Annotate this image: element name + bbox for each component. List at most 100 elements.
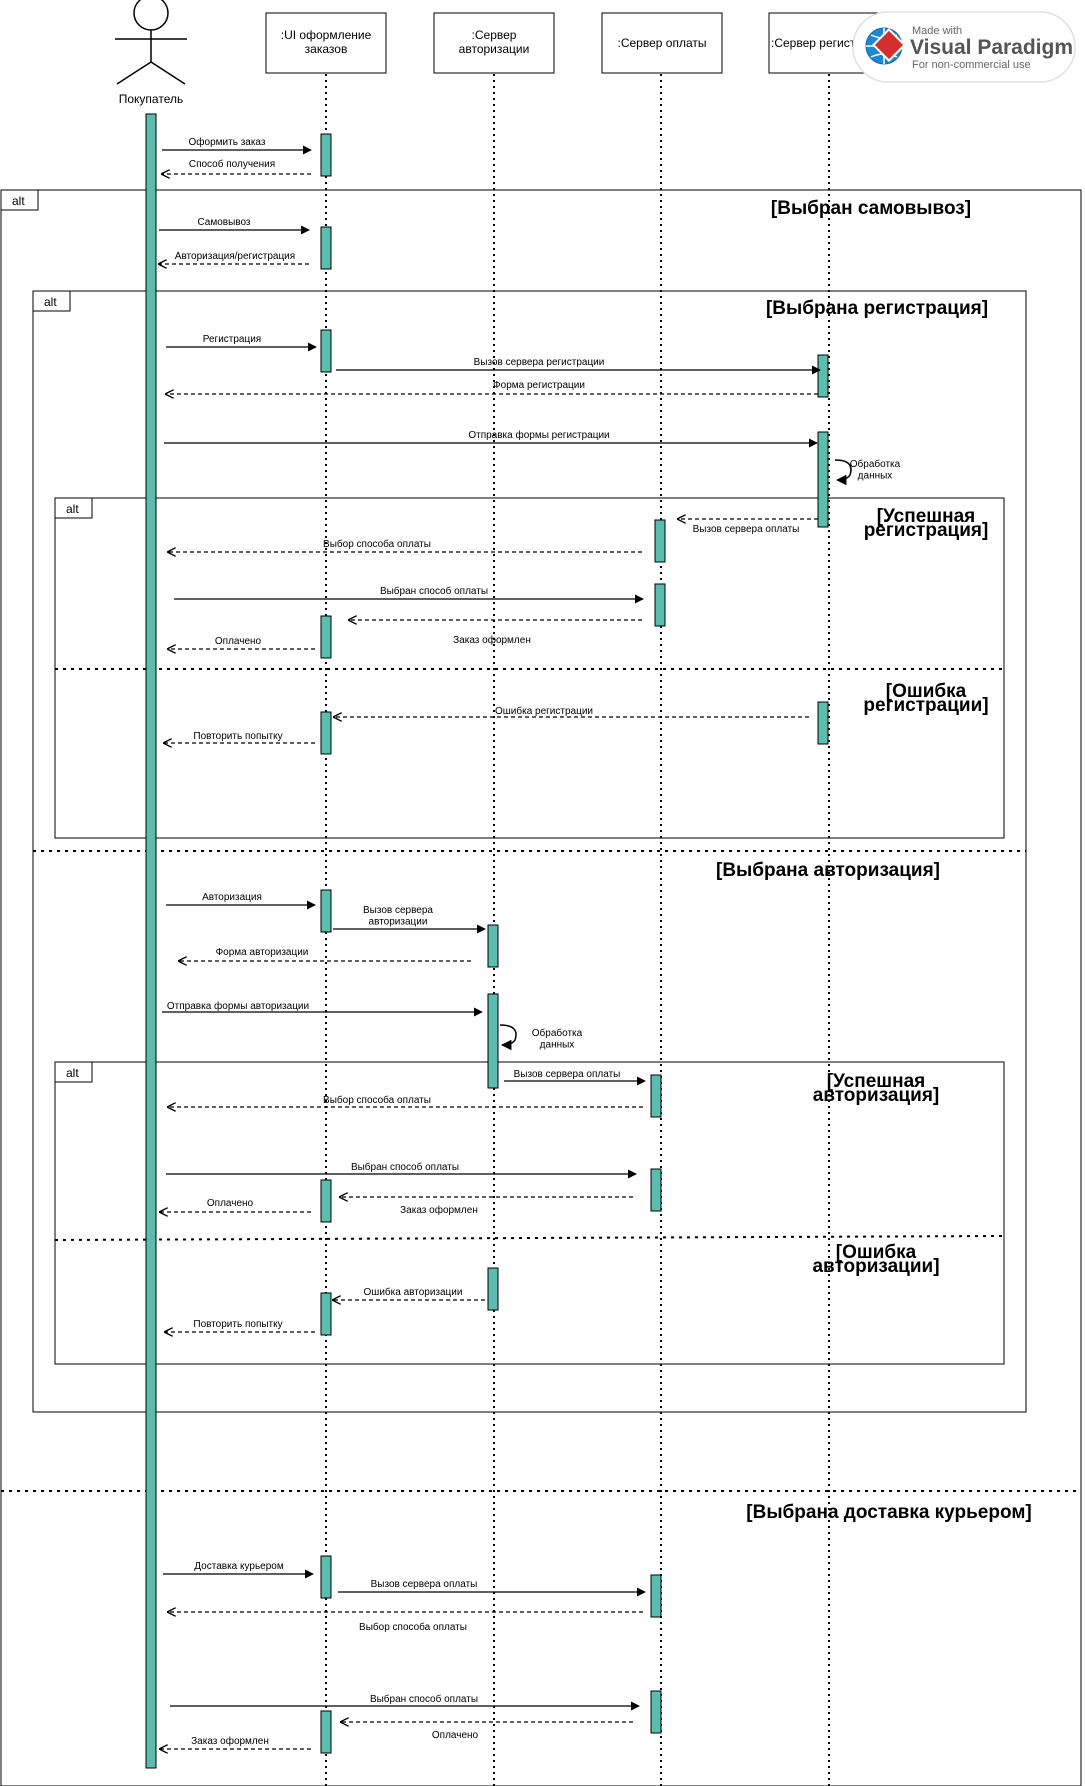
activation-bar xyxy=(487,993,499,1089)
activation-bar xyxy=(487,1267,499,1311)
message-label: Оплачено xyxy=(207,1198,254,1209)
message-label: Выбор способа оплаты xyxy=(323,1094,431,1106)
activation-bar xyxy=(817,431,829,528)
message-label: Выбор способа оплаты xyxy=(359,1621,467,1633)
activation-bar xyxy=(320,711,332,755)
message-label: Выбран способ оплаты xyxy=(351,1161,459,1173)
message-label: Форма авторизации xyxy=(216,947,309,958)
message-label: Ошибка регистрации xyxy=(495,705,593,717)
operand-separators xyxy=(1,668,1081,1492)
self-message-arrow xyxy=(499,1024,517,1051)
activation-bar xyxy=(320,1555,332,1599)
fragment-tag-4: alt xyxy=(66,1066,79,1080)
watermark-line1: Made with xyxy=(912,25,962,37)
lifeline-box-pay[interactable] xyxy=(601,12,723,74)
message-label: Регистрация xyxy=(203,334,261,345)
watermark-line2: Visual Paradigm xyxy=(910,36,1073,59)
guard-f1-a: [Выбран самовывоз] xyxy=(771,198,971,219)
activation-bar xyxy=(320,1710,332,1754)
message-label: Ошибка авторизации xyxy=(364,1286,463,1298)
activation-bar xyxy=(320,1292,332,1336)
activations xyxy=(320,133,829,1754)
fragment-tag-box-3 xyxy=(54,497,93,519)
lifeline-label-reg: :Сервер регист xyxy=(771,36,856,50)
message-label: Заказ оформлен xyxy=(191,1735,269,1747)
message-label: Самовывоз xyxy=(197,217,250,228)
message-label: Повторить попытку xyxy=(193,1319,282,1330)
activation-bar xyxy=(320,329,332,373)
fragment-tag-box-4 xyxy=(54,1061,93,1083)
watermark-background xyxy=(852,11,1076,83)
watermark-badge: Made with Visual Paradigm For non-commer… xyxy=(852,11,1076,83)
actor-leg-right-icon xyxy=(150,61,186,85)
message-label: Заказ оформлен xyxy=(453,634,531,646)
fragment-tags xyxy=(0,189,93,1083)
message-label: Способ получения xyxy=(189,158,275,170)
message-label: Форма регистрации xyxy=(493,380,585,391)
lifeline-box-ui[interactable] xyxy=(265,12,387,74)
message-label: Оплачено xyxy=(432,1730,479,1741)
activation-bar xyxy=(320,889,332,933)
activation-actor xyxy=(145,113,157,1769)
message-label: Оформить заказ xyxy=(189,136,266,148)
fragment-tag-box-2 xyxy=(32,290,71,312)
actor-label: Покупатель xyxy=(119,92,183,106)
logo-diamond-icon xyxy=(872,28,906,62)
activation-bar xyxy=(817,701,829,745)
message-label: Вызов сервера оплаты xyxy=(371,1579,478,1590)
lifelines xyxy=(325,74,830,1786)
fragment-alt-delivery[interactable] xyxy=(0,189,1082,1786)
separator-f4 xyxy=(54,1235,1005,1241)
message-label: Выбор способа оплаты xyxy=(323,538,431,550)
fragment-tag-3: alt xyxy=(66,502,79,516)
activation-bar xyxy=(650,1690,662,1734)
guard-f1-b: [Выбрана доставка курьером] xyxy=(746,1502,1031,1523)
message-label: Заказ оформлен xyxy=(400,1204,478,1216)
guards: [Выбран самовывоз] [Выбрана доставка кур… xyxy=(716,198,1032,1523)
message-label: Авторизация/регистрация xyxy=(175,251,295,262)
fragment-tag-labels: alt alt alt alt xyxy=(12,194,79,1080)
message-label: Вызов сервера оплаты xyxy=(693,524,800,535)
message-label: Отправка формы регистрации xyxy=(468,429,609,441)
activation-bar xyxy=(654,519,666,563)
message-label: Отправка формы авторизации xyxy=(167,1000,309,1012)
message-label: Доставка курьером xyxy=(194,1561,284,1572)
fragment-tag-box-1 xyxy=(0,189,39,211)
activation-bar xyxy=(320,615,332,659)
actor-leg-left-icon xyxy=(116,61,152,85)
message-label: Вызов сервера оплаты xyxy=(514,1069,621,1080)
message-label: Авторизация xyxy=(202,892,262,903)
guard-f2-a: [Выбрана регистрация] xyxy=(766,298,988,319)
actor-head-icon xyxy=(133,0,169,31)
activation-bar xyxy=(487,924,499,968)
lifeline-box-auth[interactable] xyxy=(433,12,555,74)
activation-bar xyxy=(320,226,332,270)
lifeline-label-pay: :Сервер оплаты xyxy=(618,36,707,50)
activation-bar xyxy=(650,1574,662,1618)
message-label: Оплачено xyxy=(215,636,262,647)
fragment-tag-2: alt xyxy=(44,295,57,309)
activation-bar xyxy=(650,1168,662,1212)
activation-bar xyxy=(320,133,332,177)
message-label: Повторить попытку xyxy=(193,731,282,742)
activation-bar xyxy=(320,1179,332,1223)
fragment-tag-1: alt xyxy=(12,194,25,208)
actor-buyer[interactable] xyxy=(115,0,187,85)
activation-bar xyxy=(650,1074,662,1118)
watermark-line3: For non-commercial use xyxy=(912,59,1031,71)
fragment-alt-auth-result[interactable] xyxy=(54,1061,1005,1365)
self-message-arrow xyxy=(834,459,852,486)
message-label: Выбран способ оплаты xyxy=(370,1693,478,1705)
